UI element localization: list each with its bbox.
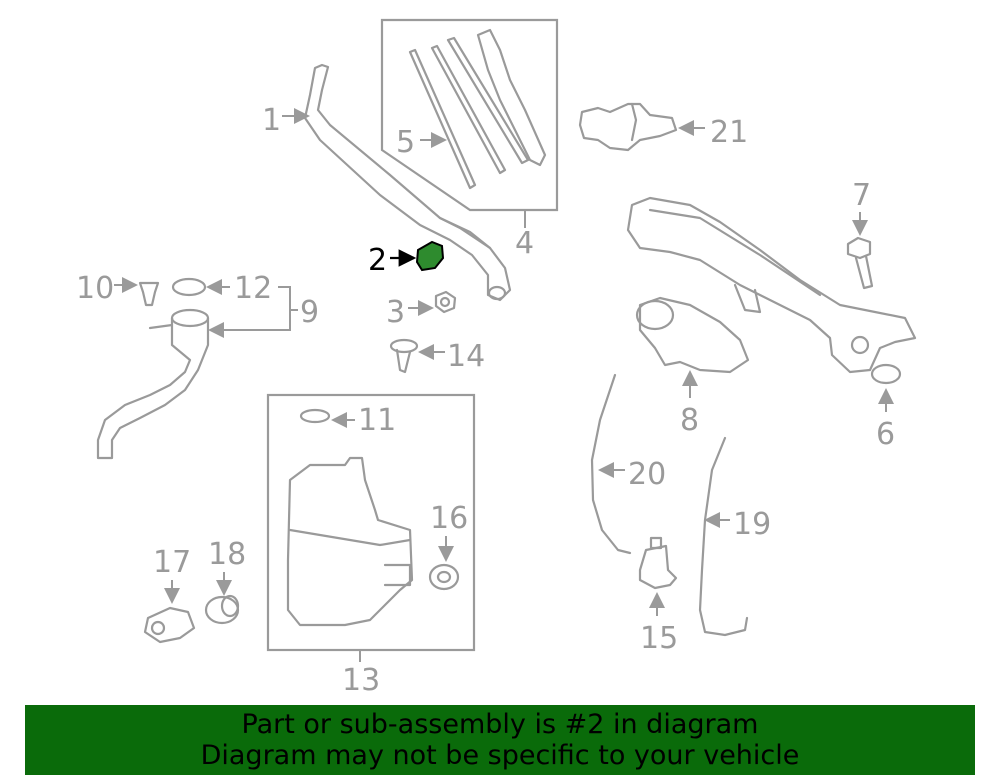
callout-20: 20 [628,457,666,492]
wiper-motor-part[interactable] [635,296,750,374]
banner-line-1: Part or sub-assembly is #2 in diagram [241,709,759,740]
level-sensor-part[interactable] [143,606,196,644]
washer-hose-long-part[interactable] [698,436,749,637]
parts-diagram: 1 4 5 2 3 14 21 6 [76,18,917,698]
callout-16: 16 [430,501,468,536]
nut-part[interactable] [434,290,457,314]
callout-21: 21 [710,115,748,150]
callout-1: 1 [262,103,281,138]
wiper-blade-assembly-box[interactable] [380,18,559,212]
info-banner: Part or sub-assembly is #2 in diagram Di… [25,705,975,775]
seal-part[interactable] [204,594,240,625]
banner-line-2: Diagram may not be specific to your vehi… [200,740,800,771]
cap-part[interactable] [171,277,207,297]
callout-11: 11 [358,403,396,438]
mounting-bolt-part[interactable] [846,236,874,290]
callout-7: 7 [852,178,871,213]
callout-4: 4 [515,226,534,261]
callout-15: 15 [640,621,678,656]
grommet-part[interactable] [428,563,460,591]
callout-10: 10 [76,271,114,306]
connector-part[interactable] [578,102,678,152]
wiper-arm-cap-highlighted[interactable] [415,240,445,272]
callout-8: 8 [680,403,699,438]
callout-6: 6 [876,417,895,452]
callout-5: 5 [396,125,415,160]
callout-13: 13 [342,663,380,698]
callout-17: 17 [153,545,191,580]
washer-reservoir-box[interactable] [266,393,476,652]
callout-19: 19 [733,507,771,542]
callout-2: 2 [368,243,387,278]
bolt-part[interactable] [389,338,419,374]
callout-14: 14 [447,339,485,374]
clip-part[interactable] [138,281,160,307]
filler-neck-part[interactable] [96,308,210,460]
wiper-arm-part[interactable] [303,63,512,302]
washer-pump-part[interactable] [638,536,678,590]
washer-hose-part[interactable] [590,373,632,555]
wiper-linkage-part[interactable] [626,196,917,385]
callout-18: 18 [208,537,246,572]
callout-9: 9 [300,295,319,330]
callout-12: 12 [234,271,272,306]
callout-3: 3 [386,295,405,330]
